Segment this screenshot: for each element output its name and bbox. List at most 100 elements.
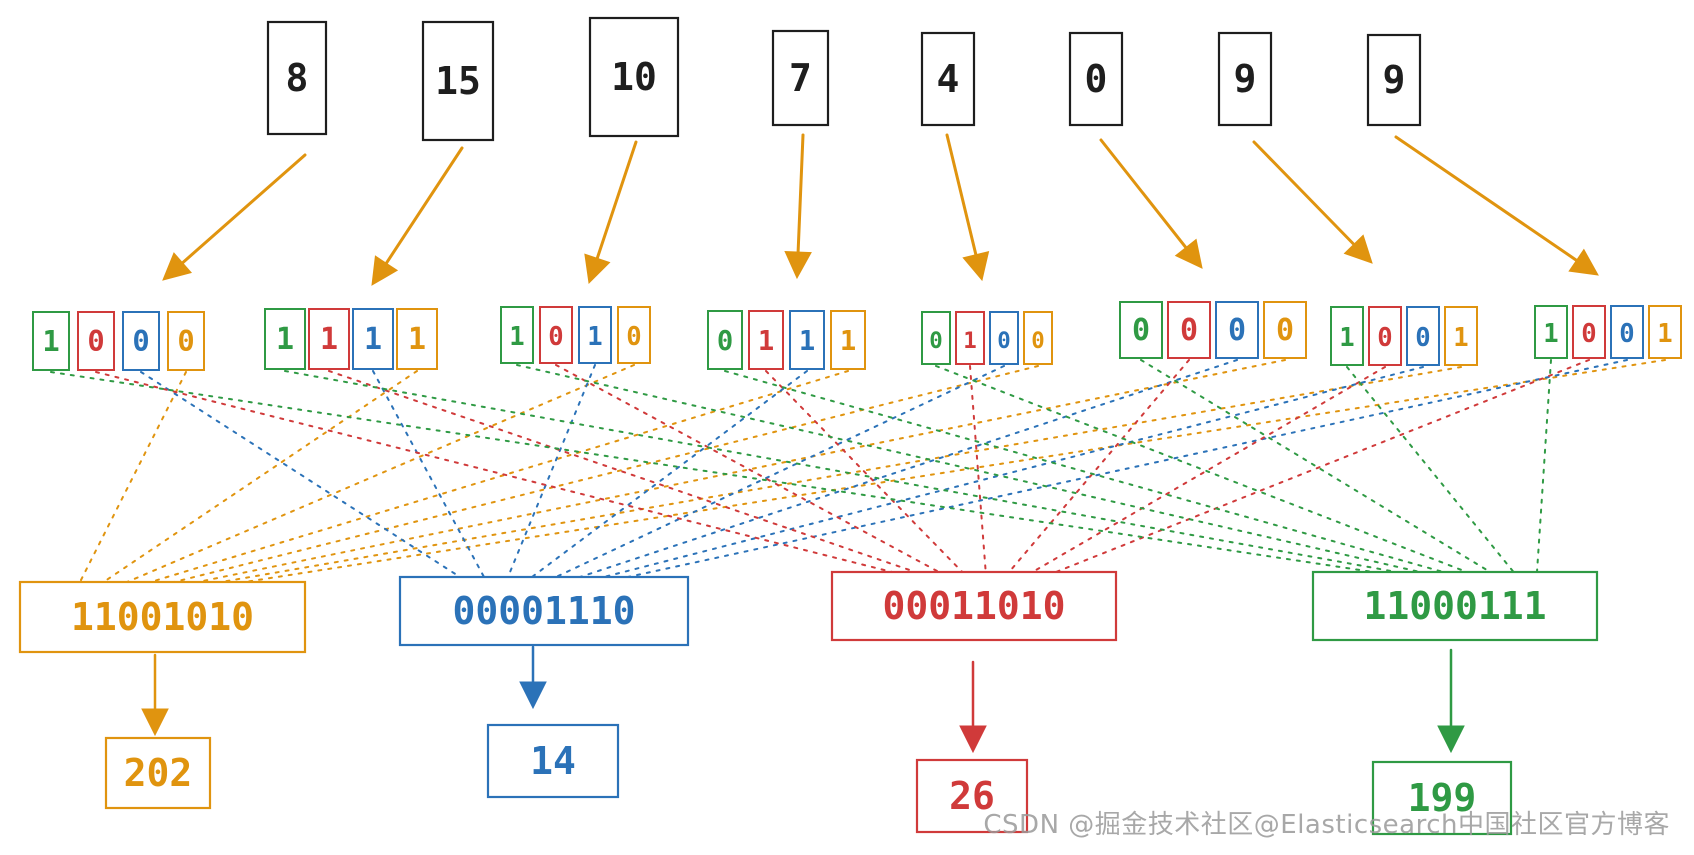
binary-to-decimal-arrow bbox=[141, 653, 169, 737]
dotted-bit-line bbox=[149, 370, 849, 583]
output-binary-label: 00011010 bbox=[882, 584, 1065, 628]
bit-value: 0 bbox=[87, 324, 104, 358]
dotted-bit-line bbox=[140, 371, 461, 578]
bit-cell bbox=[1263, 301, 1307, 359]
output-decimal-box: 26 bbox=[915, 758, 1029, 834]
bit-cell bbox=[32, 311, 70, 371]
dotted-bit-line bbox=[372, 370, 485, 578]
bit-cell bbox=[352, 308, 394, 370]
output-decimal-box: 202 bbox=[104, 736, 212, 810]
bit-value: 1 bbox=[276, 322, 294, 357]
arrow-shaft bbox=[595, 140, 638, 260]
bit-cell bbox=[1167, 301, 1211, 359]
output-binary-box: 11001010 bbox=[18, 580, 307, 654]
bit-cell bbox=[1368, 306, 1402, 366]
watermark: CSDN @掘金技术社区@Elasticsearch中国社区官方博客 bbox=[983, 810, 1670, 840]
dotted-bit-line bbox=[220, 366, 1462, 583]
bit-value: 1 bbox=[509, 322, 524, 352]
arrow-head bbox=[1568, 248, 1599, 276]
dotted-bit-line bbox=[50, 371, 1374, 573]
arrow-head bbox=[141, 708, 169, 737]
dotted-bit-line bbox=[102, 370, 418, 583]
input-to-bits-arrow bbox=[1252, 140, 1373, 264]
bit-cell bbox=[122, 311, 160, 371]
input-to-bits-arrow bbox=[1394, 135, 1599, 276]
input-to-bits-arrow bbox=[784, 133, 812, 280]
bit-cell bbox=[1610, 305, 1644, 359]
bit-value: 0 bbox=[929, 328, 942, 354]
output-box-outline bbox=[830, 570, 1118, 642]
bit-value: 0 bbox=[1619, 319, 1634, 349]
arrow-shaft bbox=[181, 153, 307, 265]
arrow-head bbox=[162, 252, 193, 281]
dotted-bit-line bbox=[969, 365, 987, 573]
input-value-label: 10 bbox=[611, 55, 657, 99]
input-value-label: 9 bbox=[1234, 57, 1257, 101]
output-blocks: 1100101020200001110140001101026110001111… bbox=[18, 570, 1599, 836]
bit-cell bbox=[167, 311, 205, 371]
bit-cell bbox=[500, 306, 534, 364]
output-decimal-label: 202 bbox=[124, 751, 193, 795]
bit-cell bbox=[989, 311, 1019, 365]
input-to-bits-arrow bbox=[584, 140, 638, 285]
dotted-bit-line bbox=[1031, 366, 1386, 573]
arrow-shaft bbox=[1394, 135, 1579, 262]
input-value-label: 15 bbox=[435, 59, 481, 103]
bit-value: 0 bbox=[177, 324, 194, 358]
binary-to-decimal-arrow bbox=[519, 645, 547, 710]
arrow-shaft bbox=[1252, 140, 1356, 246]
arrow-shaft bbox=[384, 146, 464, 265]
input-box-outline bbox=[1366, 33, 1422, 127]
dotted-bit-line bbox=[328, 370, 917, 573]
decimal-box-outline bbox=[915, 758, 1029, 834]
bit-cell bbox=[1119, 301, 1163, 359]
bit-value: 0 bbox=[1180, 313, 1198, 348]
bit-cell bbox=[1330, 306, 1364, 366]
bit-cell bbox=[1572, 305, 1606, 359]
dotted-bit-line bbox=[516, 364, 1421, 573]
bit-cell bbox=[707, 310, 743, 370]
output-decimal-box: 14 bbox=[486, 723, 620, 799]
bit-value: 1 bbox=[758, 326, 774, 357]
input-to-bits-arrow bbox=[945, 133, 990, 282]
arrow-head bbox=[1343, 234, 1373, 264]
bit-value: 0 bbox=[997, 328, 1010, 354]
bit-value: 1 bbox=[1453, 323, 1468, 353]
output-box-outline bbox=[18, 580, 307, 654]
output-decimal-label: 26 bbox=[949, 774, 995, 818]
dotted-bit-line bbox=[173, 365, 1039, 583]
input-value-label: 8 bbox=[286, 56, 309, 100]
arrow-head bbox=[962, 250, 990, 282]
input-value-label: 7 bbox=[789, 56, 812, 100]
bit-cell bbox=[955, 311, 985, 365]
dotted-bit-line bbox=[244, 359, 1666, 583]
bit-cell bbox=[308, 308, 350, 370]
input-value-box: 8 bbox=[266, 20, 328, 136]
bit-cell bbox=[1444, 306, 1478, 366]
bit-value: 1 bbox=[364, 322, 382, 357]
bit-cell bbox=[539, 306, 573, 364]
output-binary-box: 00011010 bbox=[830, 570, 1118, 642]
arrow-shaft bbox=[1099, 138, 1188, 250]
bit-value: 0 bbox=[1132, 313, 1150, 348]
bit-cell bbox=[578, 306, 612, 364]
input-value-label: 4 bbox=[937, 57, 960, 101]
input-value-box: 0 bbox=[1068, 31, 1124, 127]
input-value-box: 15 bbox=[421, 20, 495, 142]
dotted-bit-line bbox=[126, 364, 635, 583]
dotted-bit-line bbox=[79, 371, 187, 583]
dotted-bit-line bbox=[627, 359, 1628, 578]
bit-value: 1 bbox=[1543, 319, 1558, 349]
bit-value: 1 bbox=[587, 322, 602, 352]
bit-value: 1 bbox=[42, 324, 59, 358]
dotted-bit-line bbox=[555, 365, 1005, 578]
bit-cell bbox=[921, 311, 951, 365]
input-value-box: 9 bbox=[1217, 31, 1273, 127]
dotted-bit-line bbox=[95, 371, 893, 573]
